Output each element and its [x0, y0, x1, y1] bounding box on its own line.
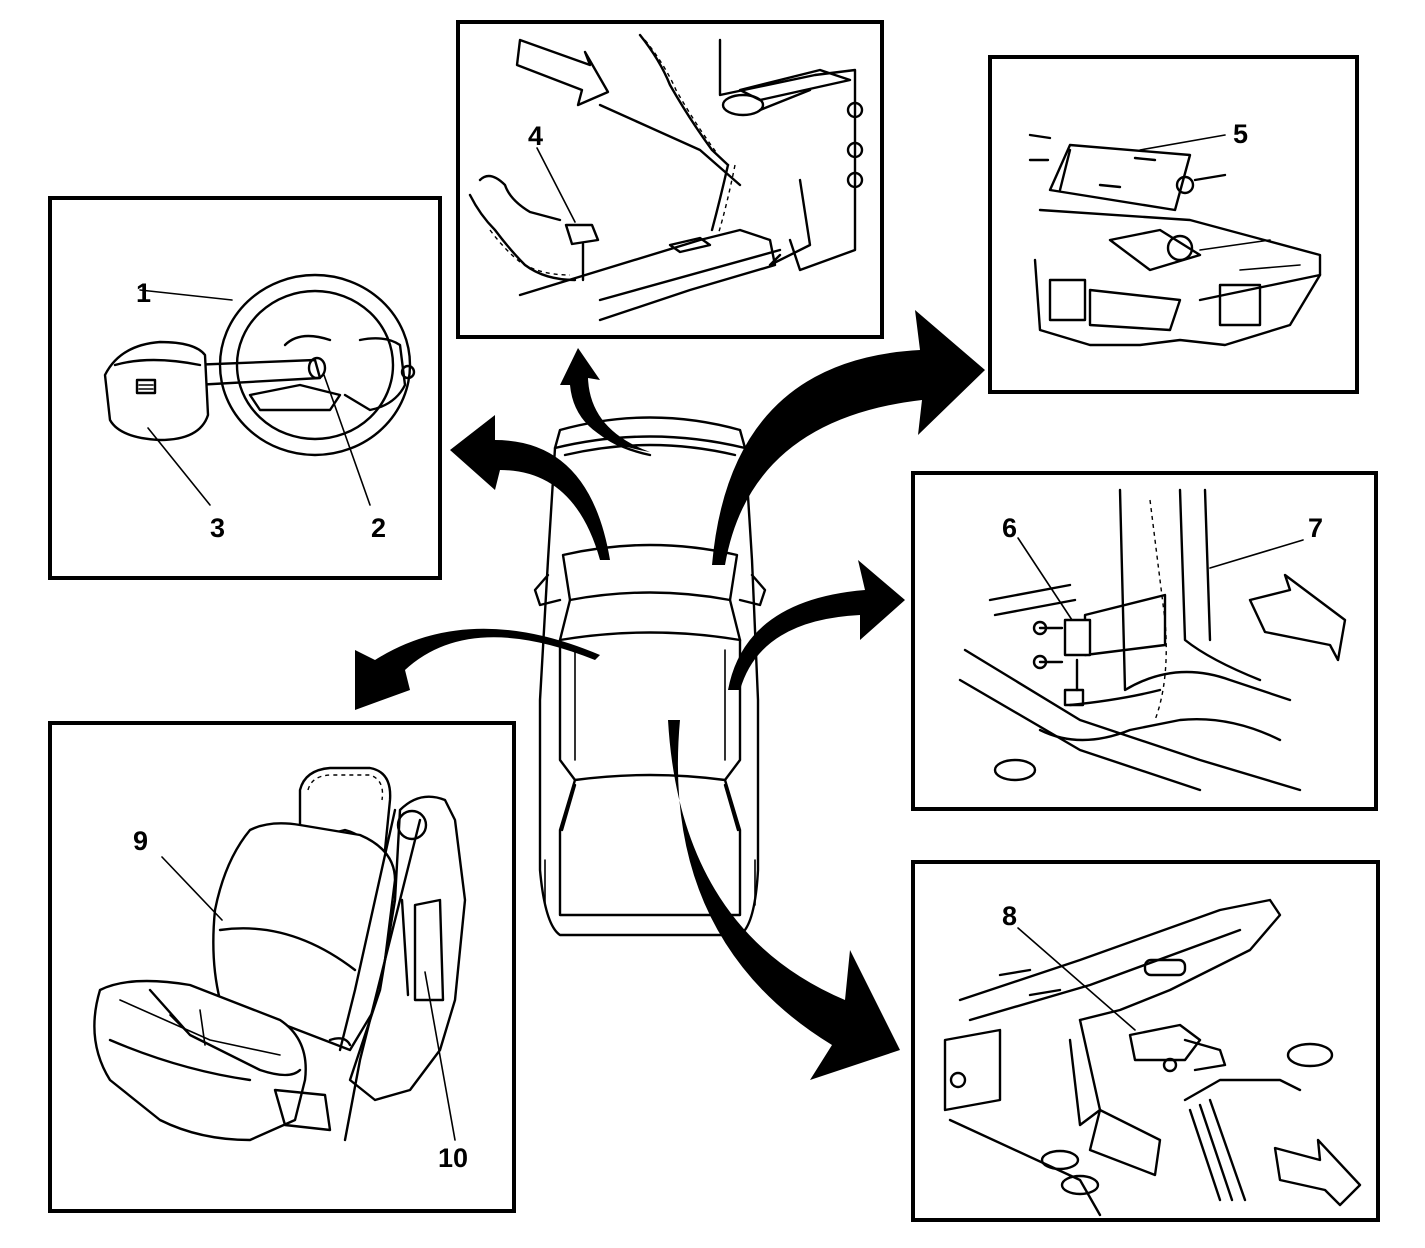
panel-steering-wheel: [48, 196, 442, 580]
callout-labels: 1 2 3 4 5 6 7 8 9 10: [133, 119, 1323, 1173]
callout-3: 3: [210, 513, 225, 543]
callout-5: 5: [1233, 119, 1248, 149]
panel-seat: [48, 721, 516, 1213]
callout-6: 6: [1002, 513, 1017, 543]
callout-2: 2: [371, 513, 386, 543]
panel-rear-seat-frame: [988, 55, 1359, 394]
panel-floor-sensor: [911, 860, 1380, 1222]
panel-sensing-module: [456, 20, 884, 339]
callout-8: 8: [1002, 901, 1017, 931]
callout-9: 9: [133, 826, 148, 856]
location-arrows: [355, 310, 985, 1080]
vehicle-top-view: [533, 416, 767, 937]
callout-1: 1: [136, 278, 151, 308]
callout-4: 4: [528, 121, 543, 151]
callout-10: 10: [438, 1143, 468, 1173]
callout-7: 7: [1308, 513, 1323, 543]
panel-seat-belt-pretensioner: [911, 471, 1378, 811]
